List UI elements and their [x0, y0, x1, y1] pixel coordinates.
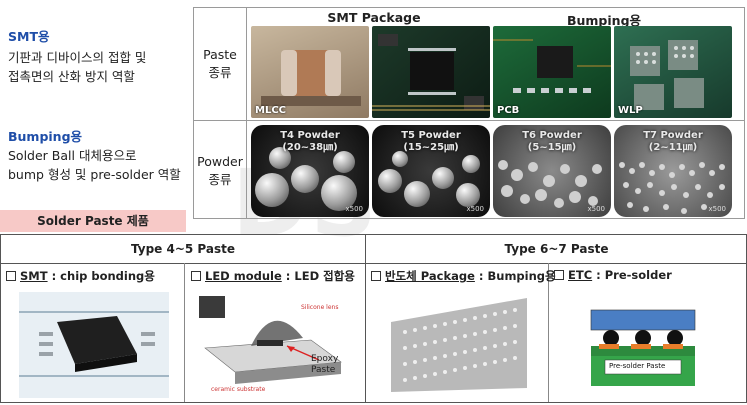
- mlcc-image: MLCC: [251, 26, 369, 118]
- bumping-description: Bumping용 Solder Ball 대체용으로 bump 형성 및 pre…: [8, 126, 181, 184]
- item-led: LED module : LED 접합용: [191, 268, 355, 284]
- checkbox-icon: [554, 270, 564, 280]
- bump-desc-line2: bump 형성 및 pre-solder 역할: [8, 167, 181, 182]
- t6-powder-label: T6 Powder(5~15㎛): [522, 130, 582, 153]
- smt-description: SMT용 기판과 디바이스의 접합 및 접촉면의 산화 방지 역할: [8, 26, 146, 86]
- solder-paste-label: Solder Paste 제품: [0, 210, 186, 232]
- pre-solder-diagram: Pre-solder Paste: [587, 292, 699, 398]
- t4-powder-image: T4 Powder(20~38㎛) x500: [251, 125, 369, 217]
- wlp-caption: WLP: [618, 105, 643, 116]
- bump-desc-title: Bumping용: [8, 129, 83, 144]
- t7-powder-label: T7 Powder(2~11㎛): [643, 130, 703, 153]
- circuit-board-icon: [372, 34, 490, 111]
- t7-particles: [619, 162, 725, 214]
- smt-board-image: [372, 26, 490, 118]
- t6-particles: [498, 160, 602, 208]
- t4-powder-label: T4 Powder(20~38㎛): [280, 130, 340, 153]
- t5-magnification: x500: [466, 205, 484, 213]
- mlcc-photo-icon: [261, 50, 361, 106]
- mlcc-caption: MLCC: [255, 105, 287, 116]
- t6-powder-image: T6 Powder(5~15㎛) x500: [493, 125, 611, 217]
- smt-desc-line1: 기판과 디바이스의 접합 및: [8, 50, 147, 65]
- header-smt-package: SMT Package: [327, 10, 421, 25]
- smt-desc-title: SMT용: [8, 29, 50, 44]
- pre-solder-icon: [587, 292, 699, 398]
- smt-chip-image: [19, 292, 169, 398]
- smt-desc-line2: 접촉면의 산화 방지 역할: [8, 69, 135, 84]
- t5-powder-image: T5 Powder(15~25㎛) x500: [372, 125, 490, 217]
- led-module-icon: [191, 292, 359, 398]
- products-table: Type 4~5 Paste Type 6~7 Paste SMT : chip…: [0, 234, 747, 403]
- bump-array-icon: [381, 292, 537, 398]
- pre-solder-paste-label: Pre-solder Paste: [609, 362, 666, 370]
- pcb-caption: PCB: [497, 105, 520, 116]
- bump-desc-line1: Solder Ball 대체용으로: [8, 148, 137, 163]
- wlp-chip-icon: [630, 40, 704, 110]
- type67-header: Type 6~7 Paste: [504, 242, 609, 256]
- t5-powder-label: T5 Powder(15~25㎛): [401, 130, 461, 153]
- silicone-lens-label: Silicone lens: [301, 304, 339, 311]
- t7-powder-image: T7 Powder(2~11㎛) x500: [614, 125, 732, 217]
- item-smt: SMT : chip bonding용: [6, 268, 155, 284]
- item-semiconductor: 반도체 Package : Bumping용: [371, 268, 556, 284]
- wlp-image: WLP: [614, 26, 732, 118]
- pcb-image: PCB: [493, 26, 611, 118]
- header-bumping: Bumping용: [566, 13, 642, 28]
- t7-magnification: x500: [708, 205, 726, 213]
- checkbox-icon: [6, 271, 16, 281]
- type45-header: Type 4~5 Paste: [130, 242, 235, 256]
- bumping-wafer-image: [381, 292, 537, 398]
- t4-magnification: x500: [345, 205, 363, 213]
- t6-magnification: x500: [587, 205, 605, 213]
- chip-icon: [19, 292, 169, 398]
- pcb-chip-icon: [493, 39, 611, 93]
- item-etc: ETC : Pre-solder: [554, 268, 672, 282]
- checkbox-icon: [191, 271, 201, 281]
- checkbox-icon: [371, 271, 381, 281]
- ceramic-substrate-label: ceramic substrate: [211, 386, 266, 393]
